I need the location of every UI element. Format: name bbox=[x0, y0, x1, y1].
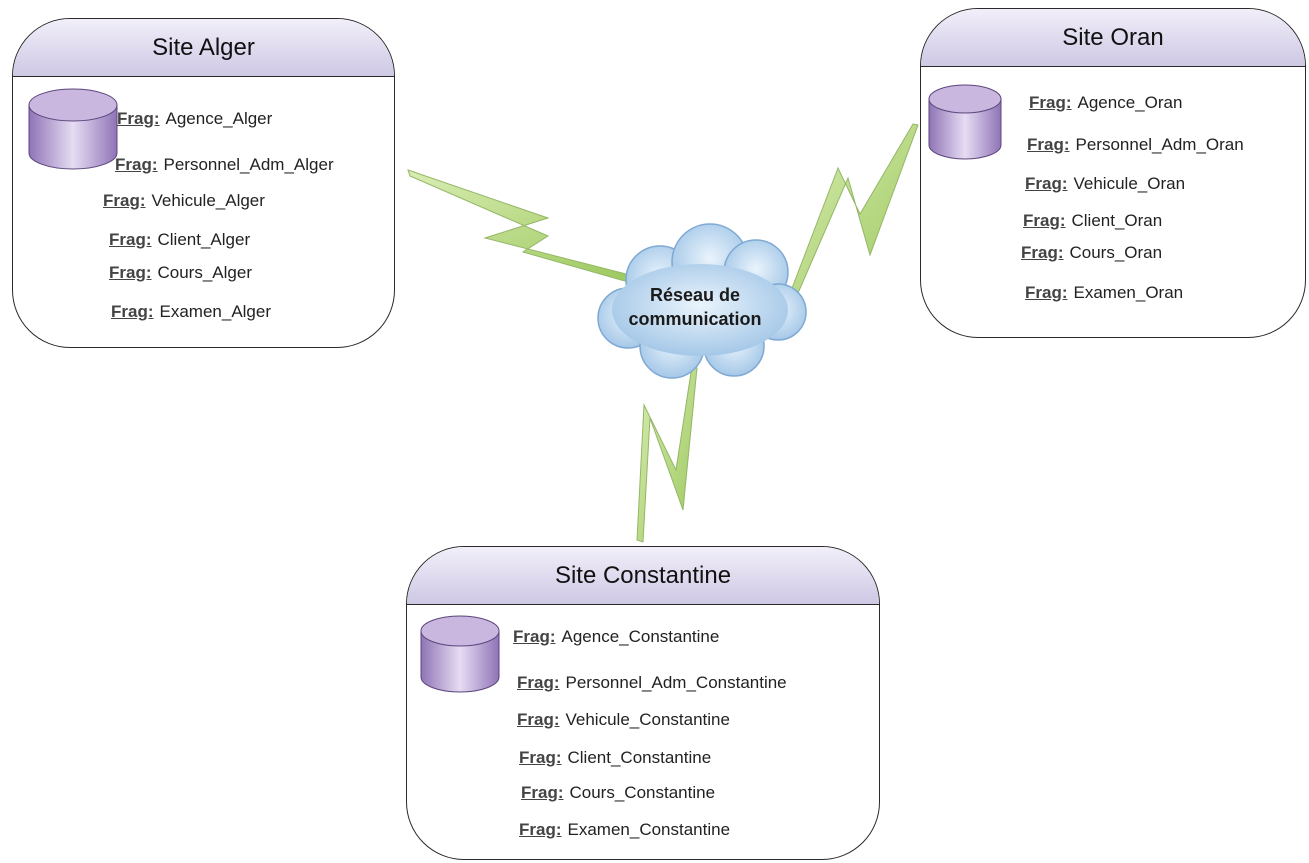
fragment-item: Frag:Cours_Alger bbox=[109, 263, 252, 282]
fragment-item: Frag:Vehicule_Oran bbox=[1025, 174, 1186, 193]
network-label: Réseau de communication bbox=[600, 283, 790, 331]
fragment-item: Frag:Cours_Oran bbox=[1021, 243, 1163, 262]
site-alger: Site Alger Frag:Agence_Alger Frag:Person… bbox=[12, 18, 395, 348]
network-label-line2: communication bbox=[628, 309, 762, 329]
fragment-item: Frag:Personnel_Adm_Constantine bbox=[517, 673, 787, 692]
site-constantine: Site Constantine Frag:Agence_Constantine… bbox=[406, 546, 880, 860]
site-oran-title: Site Oran bbox=[921, 9, 1305, 67]
network-label-line1: Réseau de bbox=[649, 285, 741, 305]
database-icon bbox=[28, 88, 118, 170]
fragment-item: Frag:Personnel_Adm_Oran bbox=[1027, 135, 1244, 154]
fragment-item: Frag:Personnel_Adm_Alger bbox=[115, 155, 334, 174]
fragment-item: Frag:Agence_Alger bbox=[117, 109, 273, 128]
fragment-item: Frag:Client_Alger bbox=[109, 230, 251, 249]
site-oran: Site Oran Frag:Agence_Oran Frag:Personne… bbox=[920, 8, 1306, 338]
fragment-item: Frag:Examen_Constantine bbox=[519, 820, 731, 839]
site-constantine-title: Site Constantine bbox=[407, 547, 879, 605]
fragment-item: Frag:Client_Constantine bbox=[519, 748, 712, 767]
fragment-item: Frag:Client_Oran bbox=[1023, 211, 1163, 230]
link-constantine-bolt bbox=[636, 365, 698, 543]
fragment-item: Frag:Cours_Constantine bbox=[521, 783, 716, 802]
fragment-item: Frag:Agence_Oran bbox=[1029, 93, 1183, 112]
fragment-item: Frag:Examen_Oran bbox=[1025, 283, 1184, 302]
fragment-item: Frag:Examen_Alger bbox=[111, 302, 272, 321]
database-icon bbox=[928, 84, 1002, 160]
site-alger-title: Site Alger bbox=[13, 19, 394, 77]
database-icon bbox=[420, 615, 500, 693]
fragment-item: Frag:Vehicule_Alger bbox=[103, 191, 265, 210]
fragment-item: Frag:Vehicule_Constantine bbox=[517, 710, 730, 729]
fragment-item: Frag:Agence_Constantine bbox=[513, 627, 720, 646]
